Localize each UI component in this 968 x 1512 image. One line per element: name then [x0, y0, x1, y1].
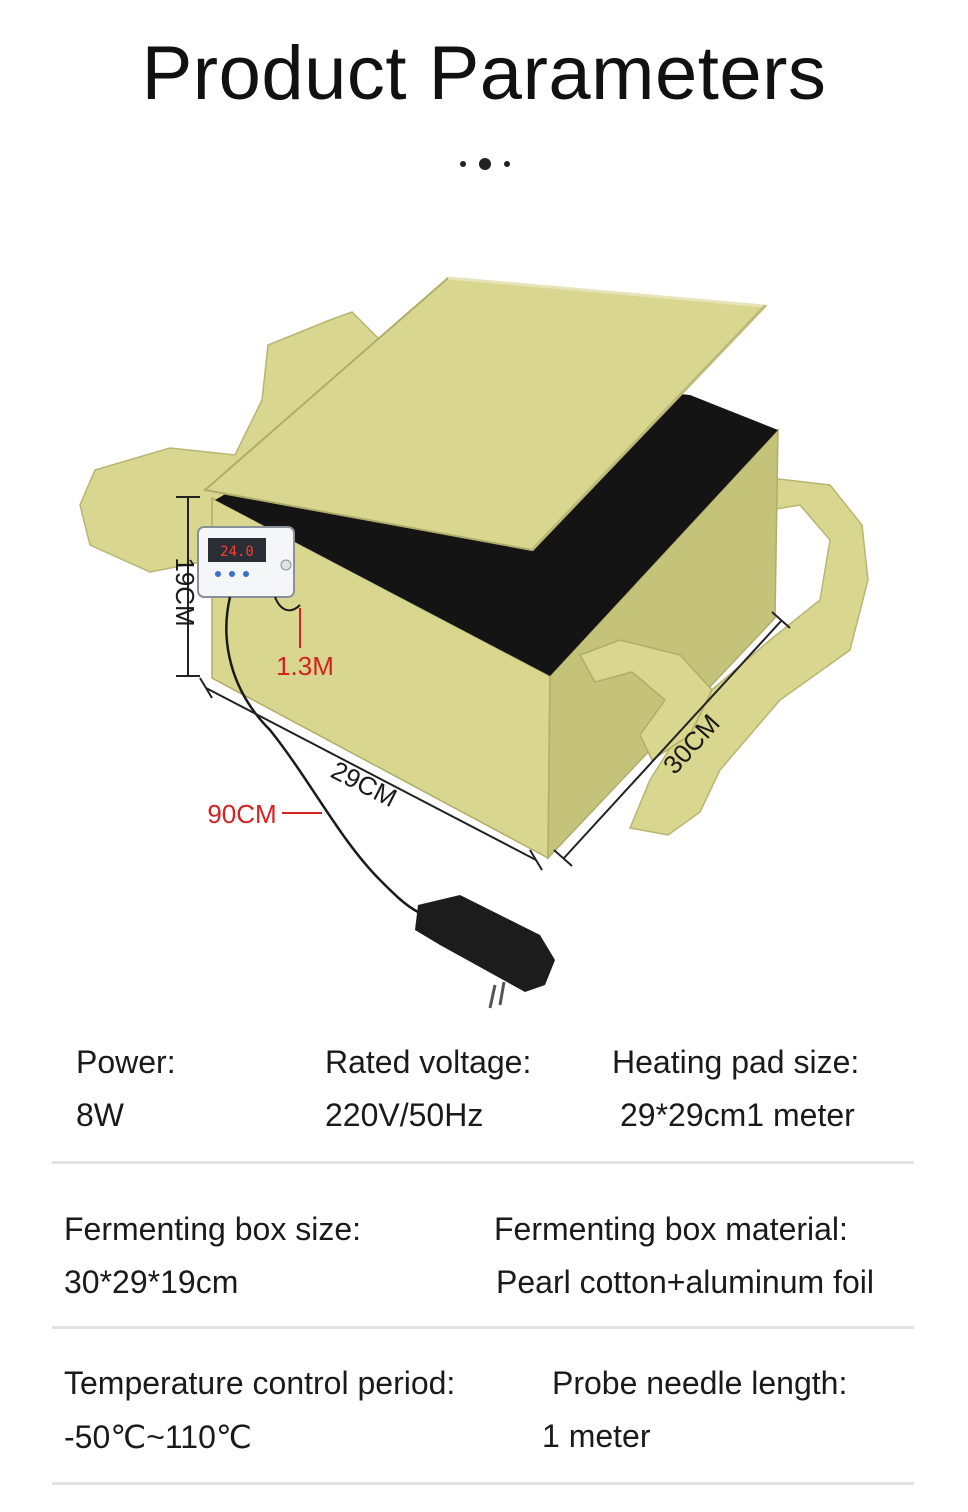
width-dimension-line	[205, 687, 537, 861]
param-probe-length-label: Probe needle length:	[552, 1365, 848, 1401]
dot-left	[460, 161, 466, 167]
param-temp-period-value: -50℃~110℃	[64, 1419, 252, 1455]
page-title: Product Parameters	[141, 31, 827, 116]
front-strap	[578, 639, 713, 762]
param-probe-length-value: 1 meter	[542, 1418, 651, 1454]
param-heating-pad-size: Heating pad size: 29*29cm1 meter	[612, 1044, 859, 1134]
param-box-size: Fermenting box size: 30*29*19cm	[64, 1211, 361, 1301]
param-rated-voltage-label: Rated voltage:	[325, 1044, 532, 1080]
param-box-material: Fermenting box material: Pearl cotton+al…	[494, 1211, 874, 1301]
divider-1	[52, 1161, 914, 1164]
adapter-prong-1	[488, 984, 497, 1009]
thermostat-button-2	[229, 571, 235, 577]
width-tick-right	[529, 849, 543, 871]
param-temp-period-label: Temperature control period:	[64, 1365, 456, 1401]
adapter-prong-2	[498, 981, 506, 1006]
param-heating-pad-size-value: 29*29cm1 meter	[620, 1097, 855, 1133]
power-adapter	[415, 895, 555, 992]
section-dots	[460, 156, 512, 172]
lead-length-label: 1.3M	[276, 651, 334, 681]
param-rated-voltage-value: 220V/50Hz	[325, 1097, 484, 1133]
param-power-value: 8W	[76, 1097, 124, 1133]
probe-lead	[274, 596, 301, 612]
lid-edge-highlight	[447, 276, 766, 308]
divider-2	[52, 1326, 914, 1329]
height-label: 19CM	[170, 557, 200, 626]
param-box-size-value: 30*29*19cm	[64, 1264, 239, 1300]
depth-tick-bottom	[553, 849, 573, 867]
thermostat-display	[208, 538, 266, 562]
param-box-material-label: Fermenting box material:	[494, 1211, 848, 1247]
product-diagram: 24.0 19CM 29CM 30CM 1.3M 90CM	[79, 276, 869, 1009]
param-heating-pad-size-label: Heating pad size:	[612, 1044, 860, 1080]
dot-right	[504, 161, 510, 167]
lid-edge-shadow	[530, 304, 767, 552]
power-cable	[225, 596, 419, 914]
divider-3	[52, 1482, 914, 1485]
depth-dimension-line	[563, 619, 783, 859]
param-rated-voltage: Rated voltage: 220V/50Hz	[325, 1044, 531, 1134]
thermostat-button-3	[243, 571, 249, 577]
cable-length-label: 90CM	[207, 799, 276, 829]
param-box-material-value: Pearl cotton+aluminum foil	[496, 1264, 874, 1300]
width-tick-left	[199, 677, 213, 699]
param-temp-period: Temperature control period: -50℃~110℃	[64, 1365, 455, 1456]
param-power-label: Power:	[76, 1044, 176, 1080]
param-probe-length: Probe needle length: 1 meter	[542, 1365, 848, 1455]
param-power: Power: 8W	[76, 1044, 176, 1134]
thermostat-reading: 24.0	[220, 544, 254, 560]
dot-center	[479, 158, 491, 170]
depth-tick-top	[771, 611, 791, 629]
thermostat-button-1	[215, 571, 221, 577]
thermostat-mount	[280, 559, 292, 571]
right-strap	[628, 477, 869, 836]
param-box-size-label: Fermenting box size:	[64, 1211, 362, 1247]
